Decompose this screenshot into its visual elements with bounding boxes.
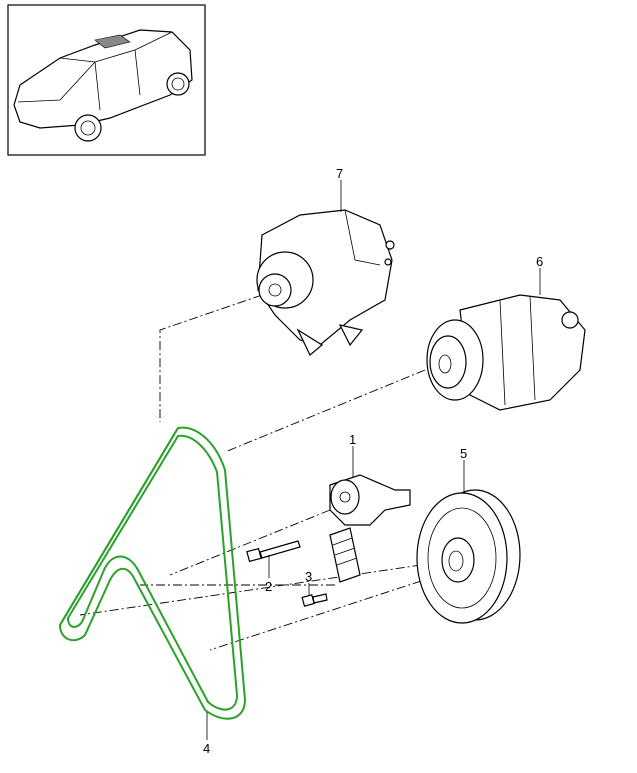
belt-tensioner[interactable] — [329, 474, 411, 583]
leader-lines — [206, 180, 541, 740]
bolt-long[interactable] — [246, 540, 301, 563]
alternator[interactable] — [256, 209, 395, 356]
callout-3: 3 — [305, 569, 312, 584]
callout-1: 1 — [349, 432, 356, 447]
callout-6: 6 — [536, 254, 543, 269]
vehicle-thumbnail[interactable] — [7, 4, 206, 156]
callout-2: 2 — [265, 579, 272, 594]
ac-compressor[interactable] — [426, 294, 586, 411]
callout-5: 5 — [460, 446, 467, 461]
vibration-damper-pulley[interactable] — [416, 489, 521, 624]
assembly-lines — [79, 294, 471, 651]
bolt-short[interactable] — [301, 593, 328, 607]
callout-4: 4 — [203, 741, 210, 756]
callout-7: 7 — [336, 166, 343, 181]
poly-v-belt[interactable] — [58, 426, 247, 720]
